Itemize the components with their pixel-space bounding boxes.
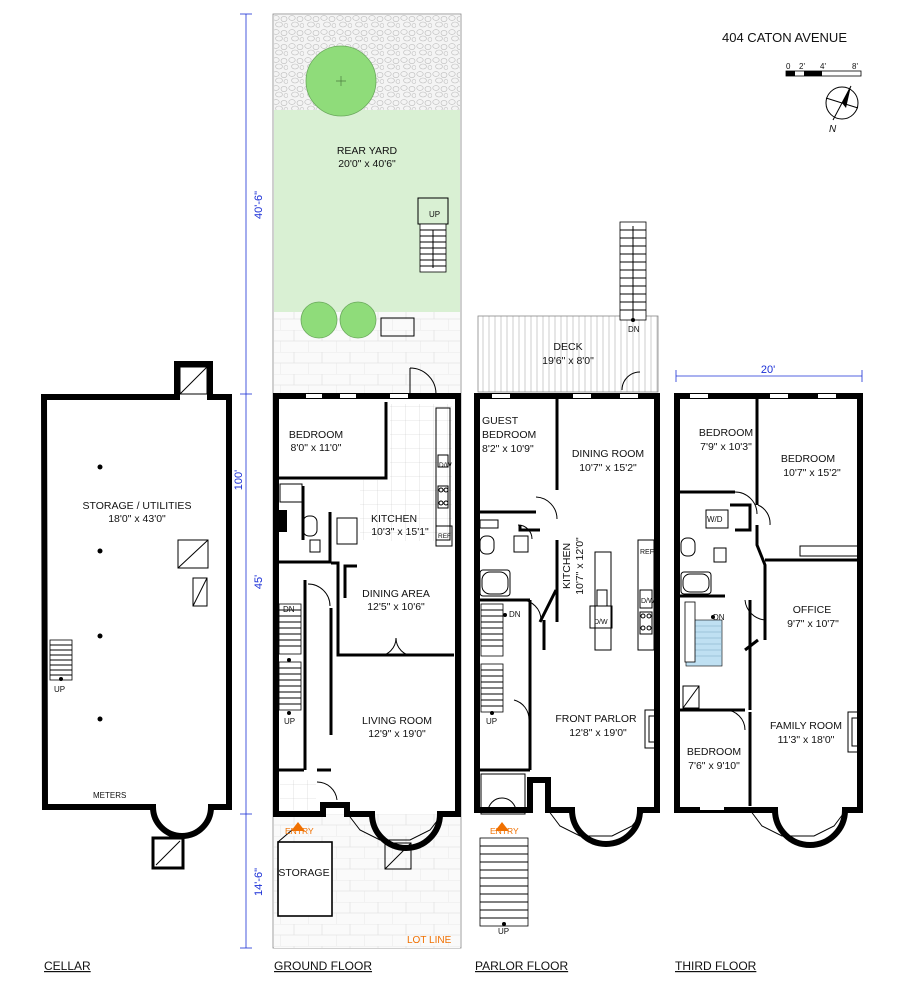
guest-bedroom-name-line1: GUEST — [482, 415, 519, 427]
third-wd-label: W/D — [707, 515, 723, 524]
front-parlor-name: FRONT PARLOR — [555, 713, 637, 725]
parlor-kitchen-name: KITCHEN — [561, 543, 573, 589]
parlor-floor-title: PARLOR FLOOR — [475, 959, 568, 973]
ground-kitchen-name: KITCHEN — [371, 513, 417, 525]
third-floor-plan — [674, 393, 863, 848]
front-storage-name: STORAGE — [278, 867, 329, 879]
front-parlor-size: 12'8" x 19'0" — [569, 727, 627, 739]
deck-size: 19'6" x 8'0" — [542, 355, 594, 367]
third-bedroom-1-size: 7'9" x 10'3" — [700, 441, 752, 453]
office-size: 9'7" x 10'7" — [787, 618, 839, 630]
parlor-up-label: UP — [486, 717, 497, 726]
stoop-up-label: UP — [498, 927, 509, 936]
living-room-name: LIVING ROOM — [362, 715, 432, 727]
north-label: N — [829, 124, 837, 135]
parlor-dw-label-2: D/W — [594, 619, 608, 626]
dim-front-depth: 14'-6" — [253, 868, 265, 896]
family-room-name: FAMILY ROOM — [770, 720, 842, 732]
scale-tick-1: 2' — [799, 62, 805, 71]
address-title: 404 CATON AVENUE — [722, 30, 847, 45]
rear-yard-name: REAR YARD — [337, 145, 398, 157]
ground-dn-label: DN — [283, 605, 295, 614]
guest-bedroom-size: 8'2" x 10'9" — [482, 443, 534, 455]
dim-yard-depth: 40'-6" — [253, 191, 265, 219]
ground-floor-plan — [272, 13, 462, 949]
dim-lot-depth: 100' — [233, 470, 245, 490]
cellar-room-size: 18'0" x 43'0" — [108, 513, 166, 525]
cellar-room-name: STORAGE / UTILITIES — [83, 500, 192, 512]
parlor-entry-label: ENTRY — [490, 826, 519, 836]
third-bedroom-3-size: 7'6" x 9'10" — [688, 760, 740, 772]
third-floor-title: THIRD FLOOR — [675, 959, 757, 973]
scale-tick-2: 4' — [820, 62, 826, 71]
scale-tick-3: 8' — [852, 62, 858, 71]
ground-up-label: UP — [284, 717, 295, 726]
dining-area-name: DINING AREA — [362, 588, 430, 600]
third-bedroom-2-size: 10'7" x 15'2" — [783, 467, 841, 479]
rear-yard-size: 20'0" x 40'6" — [338, 158, 396, 170]
dining-room-name: DINING ROOM — [572, 448, 644, 460]
third-bedroom-2-name: BEDROOM — [781, 453, 835, 465]
ground-ref-label: REF — [438, 533, 451, 540]
parlor-floor-plan — [474, 221, 660, 927]
scale-bar: 0 2' 4' 8' — [785, 62, 862, 77]
ground-kitchen-size: 10'3" x 15'1" — [371, 526, 429, 538]
dining-room-size: 10'7" x 15'2" — [579, 462, 637, 474]
lot-line-label: LOT LINE — [407, 935, 452, 946]
dim-building-width: 20' — [761, 364, 775, 376]
cellar-meters-label: METERS — [93, 791, 126, 800]
ground-dw-label: D/W — [439, 462, 453, 469]
living-room-size: 12'9" x 19'0" — [368, 728, 426, 740]
third-bedroom-3-name: BEDROOM — [687, 746, 741, 758]
parlor-dn-label: DN — [509, 610, 521, 619]
ground-floor-title: GROUND FLOOR — [274, 959, 372, 973]
ground-bedroom-name: BEDROOM — [289, 429, 343, 441]
deck-dn-label: DN — [628, 325, 640, 334]
third-dn-label: DN — [713, 613, 725, 622]
yard-up-label: UP — [429, 210, 440, 219]
cellar-floor-title: CELLAR — [44, 959, 91, 973]
ground-bedroom-size: 8'0" x 11'0" — [291, 442, 342, 454]
scale-tick-0: 0 — [786, 62, 791, 71]
guest-bedroom-name-line2: BEDROOM — [482, 429, 536, 441]
office-name: OFFICE — [793, 604, 832, 616]
third-bedroom-1-name: BEDROOM — [699, 427, 753, 439]
family-room-size: 11'3" x 18'0" — [778, 734, 835, 746]
cellar-plan — [40, 361, 232, 870]
parlor-ref-label: REF — [640, 549, 654, 556]
deck-name: DECK — [553, 341, 582, 353]
parlor-kitchen-size: 10'7" x 12'0" — [574, 537, 586, 595]
parlor-dw-label-1: D/W — [641, 598, 655, 605]
north-arrow-icon: N — [825, 85, 859, 135]
ground-entry-label: ENTRY — [285, 826, 314, 836]
cellar-up-label: UP — [54, 685, 65, 694]
dining-area-size: 12'5" x 10'6" — [367, 601, 425, 613]
dim-building-depth: 45' — [253, 575, 265, 589]
dimension-lines — [240, 13, 863, 949]
